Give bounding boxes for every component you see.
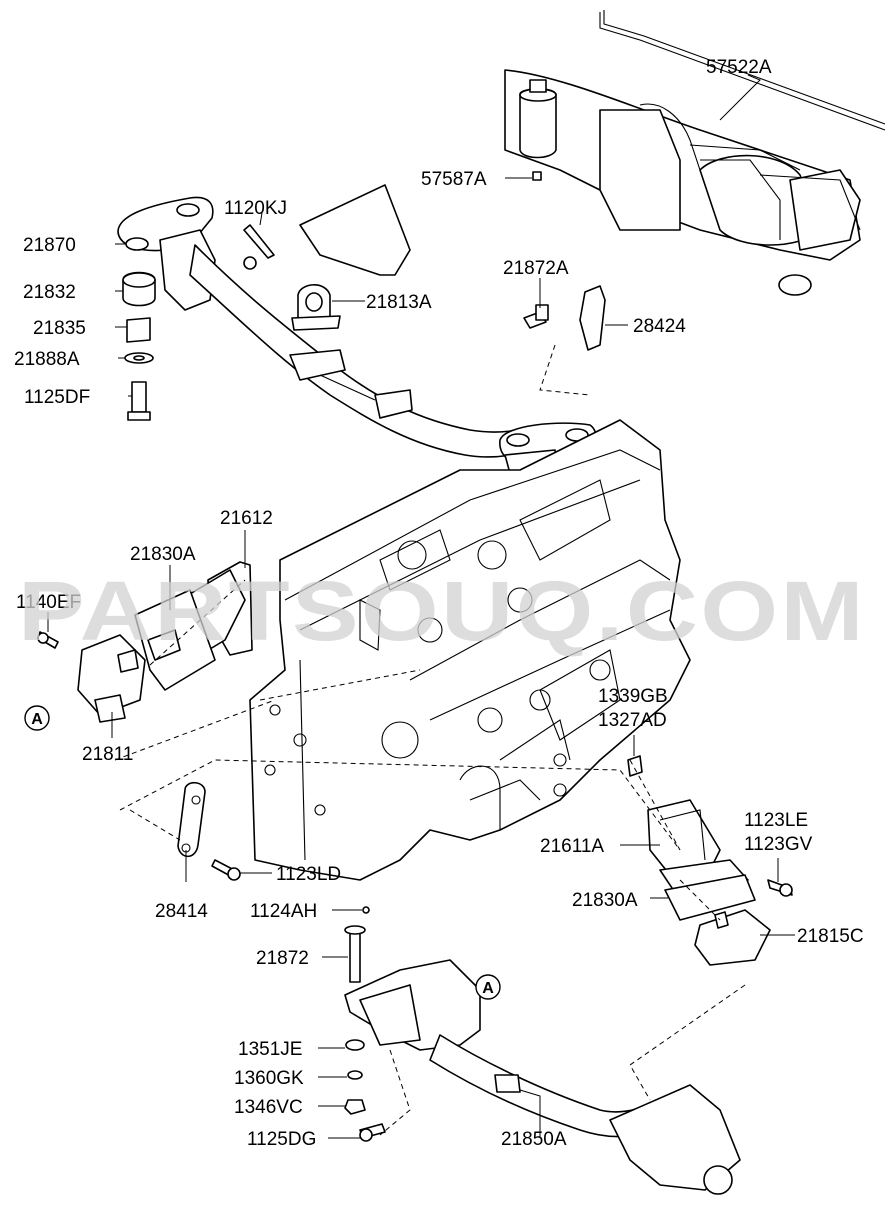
- front-mount-bracket: [117, 196, 598, 511]
- label-21611A: 21611A: [540, 836, 604, 857]
- label-1351JE: 1351JE: [238, 1039, 302, 1060]
- leader-lines: [47, 74, 795, 1139]
- lower-left-parts: [177, 781, 370, 983]
- label-21870: 21870: [23, 235, 76, 256]
- upper-fasteners: [122, 184, 606, 421]
- label-1123GV: 1123GV: [744, 834, 813, 855]
- left-engine-mount: [37, 561, 253, 723]
- label-1124AH: 1124AH: [250, 901, 317, 922]
- label-21832: 21832: [23, 282, 76, 303]
- label-28414: 28414: [155, 901, 208, 922]
- callout-letter: A: [31, 711, 43, 728]
- part-labels: 57522A 57587A 1120KJ 21870 21832 21813A …: [14, 57, 864, 1150]
- label-1125DF: 1125DF: [24, 387, 90, 408]
- label-21835: 21835: [33, 318, 86, 339]
- callout-a-right: A: [475, 974, 501, 1000]
- label-21888A: 21888A: [14, 349, 80, 370]
- label-1123LE: 1123LE: [744, 810, 808, 831]
- steering-gear-assembly: [504, 10, 886, 296]
- label-21612: 21612: [220, 508, 273, 529]
- callout-a-left: A: [24, 705, 50, 731]
- label-21811: 21811: [82, 744, 133, 765]
- label-1125DG: 1125DG: [247, 1129, 316, 1150]
- label-1123LD: 1123LD: [276, 864, 341, 885]
- label-21872: 21872: [256, 948, 309, 969]
- label-57587A: 57587A: [421, 169, 487, 190]
- label-21850A: 21850A: [501, 1129, 567, 1150]
- assembly-guide-lines: [114, 344, 746, 1136]
- label-21830A-lower: 21830A: [572, 890, 638, 911]
- label-28424: 28424: [633, 316, 686, 337]
- callout-letter: A: [482, 980, 494, 997]
- label-1140EF: 1140EF: [16, 592, 81, 613]
- label-57522A: 57522A: [706, 57, 772, 78]
- label-21815C: 21815C: [797, 926, 864, 947]
- label-1346VC: 1346VC: [234, 1097, 303, 1118]
- label-1339GB: 1339GB: [598, 686, 668, 707]
- label-1120KJ: 1120KJ: [224, 198, 287, 219]
- label-21872A: 21872A: [503, 258, 569, 279]
- label-1327AD: 1327AD: [598, 710, 667, 731]
- right-engine-mount: [627, 755, 793, 966]
- label-1360GK: 1360GK: [234, 1068, 304, 1089]
- label-21830A-upper: 21830A: [130, 544, 196, 565]
- watermark-text: PARTSOUQ.COM: [18, 564, 866, 658]
- label-21813A: 21813A: [366, 292, 432, 313]
- lower-crossmember: [344, 959, 741, 1195]
